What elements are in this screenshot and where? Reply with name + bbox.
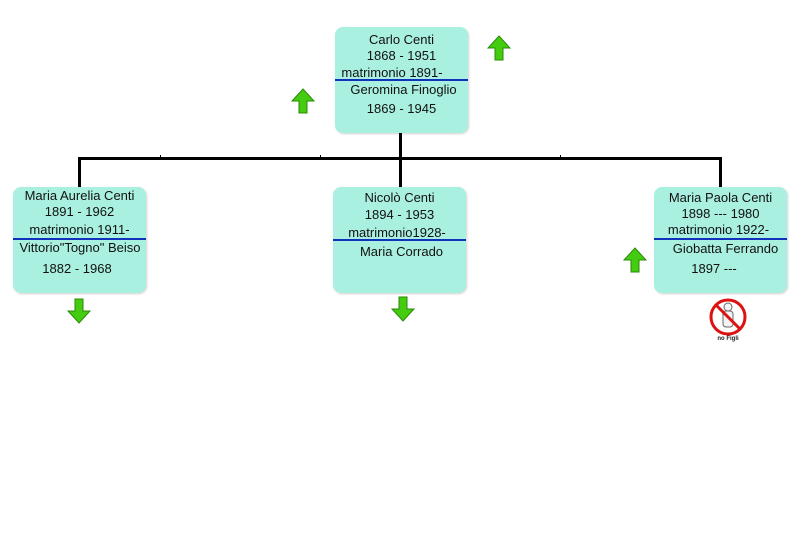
child-connector-3	[719, 157, 722, 187]
bar-tick	[160, 155, 161, 158]
person-dates: 1868 - 1951	[366, 48, 437, 63]
marriage-label: matrimonio1928-	[348, 225, 446, 240]
person-name: Maria Paola Centi	[668, 190, 773, 205]
arrow-up-icon[interactable]	[291, 88, 315, 114]
arrow-down-icon[interactable]	[67, 298, 91, 324]
person-dates: 1891 - 1962	[44, 204, 115, 219]
person-node-maria-aurelia-centi[interactable]: Maria Aurelia Centi 1891 - 1962 matrimon…	[13, 187, 146, 293]
no-children-label: no Figli	[717, 336, 739, 342]
arrow-up-icon[interactable]	[487, 35, 511, 61]
bar-tick	[560, 155, 561, 158]
marriage-label: matrimonio 1922-	[667, 222, 770, 237]
person-node-carlo-centi[interactable]: Carlo Centi 1868 - 1951 matrimonio 1891-…	[335, 27, 468, 133]
person-dates: 1894 - 1953	[364, 207, 435, 222]
spouse-dates: 1869 - 1945	[366, 101, 437, 116]
marriage-separator	[335, 79, 468, 81]
marriage-label: matrimonio 1891-	[341, 65, 443, 80]
child-connector-2	[399, 157, 402, 187]
person-dates: 1898 --- 1980	[681, 206, 760, 221]
arrow-down-icon[interactable]	[391, 296, 415, 322]
spouse-dates: 1897 ---	[691, 261, 737, 276]
spouse-name: Giobatta Ferrando	[672, 241, 779, 256]
spouse-name: Maria Corrado	[359, 244, 444, 259]
marriage-separator	[13, 238, 146, 240]
root-connector	[399, 133, 402, 159]
marriage-separator	[654, 238, 787, 240]
person-name: Nicolò Centi	[364, 190, 435, 205]
marriage-label: matrimonio 1911-	[29, 222, 130, 237]
spouse-dates: 1882 - 1968	[42, 261, 112, 276]
spouse-name: Geromina Finoglio	[350, 82, 457, 97]
person-name: Carlo Centi	[368, 32, 435, 47]
child-connector-1	[78, 157, 81, 187]
bar-tick	[320, 155, 321, 158]
marriage-separator	[333, 239, 466, 241]
person-name: Maria Aurelia Centi	[24, 188, 135, 203]
person-node-maria-paola-centi[interactable]: Maria Paola Centi 1898 --- 1980 matrimon…	[654, 187, 787, 293]
no-children-icon	[709, 298, 747, 336]
person-node-nicolo-centi[interactable]: Nicolò Centi 1894 - 1953 matrimonio1928-…	[333, 187, 466, 293]
arrow-up-icon[interactable]	[623, 247, 647, 273]
spouse-name: Vittorio"Togno" Beiso	[19, 240, 141, 255]
